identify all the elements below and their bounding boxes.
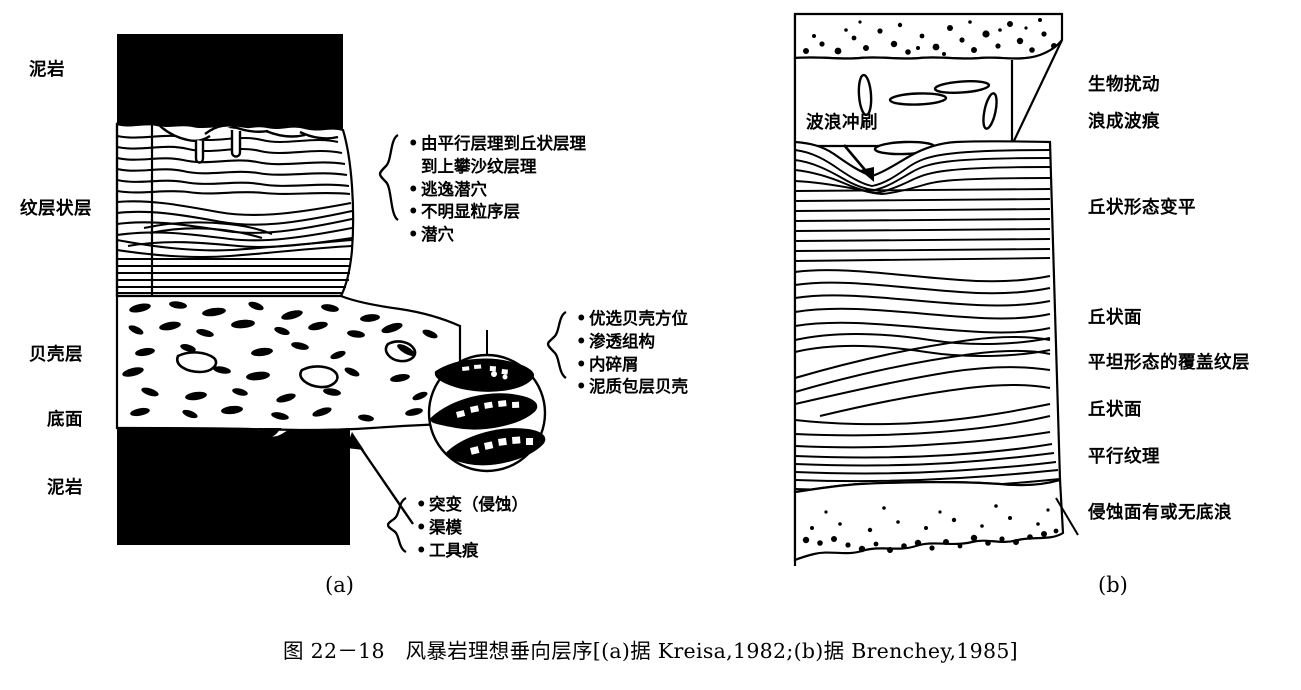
annotations-laminated: •由平行层理到丘状层理 到上攀沙纹层理 •逃逸潜穴 •不明显粒序层 •潜穴 [408,133,586,247]
annotation-item: •渠模 [416,517,528,540]
annotation-item: •潜穴 [408,224,586,247]
label-parallel-lamination: 平行纹理 [1088,447,1160,467]
annotation-text: 优选贝壳方位 [589,309,688,328]
label-wave-scour: 波浪冲刷 [806,113,878,133]
bullet-glyph: • [408,179,419,199]
tool-mark-notch [258,428,282,437]
label-hummock-flattening: 丘状形态变平 [1088,198,1196,218]
annotation-item: •由平行层理到丘状层理 [408,133,586,156]
bullet-glyph: • [416,540,427,560]
panel-a-tag: (a) [325,573,354,597]
figure-caption: 图 22－18 风暴岩理想垂向层序[(a)据 Kreisa,1982;(b)据 … [283,639,1018,663]
bullet-glyph: • [408,134,419,153]
label-flat-draping-lamina: 平坦形态的覆盖纹层 [1088,353,1250,373]
bullet-glyph: • [576,354,587,374]
mudstone-bottom-block [117,428,350,545]
annotation-text: 内碎屑 [589,354,639,374]
base-leader-arrow [353,437,414,525]
shell-detail-inset [427,330,547,473]
annotation-item: •优选贝壳方位 [576,308,688,331]
panel-a-column [115,34,567,554]
label-base-surface: 底面 [47,410,83,430]
annotation-item: •逃逸潜穴 [408,179,586,202]
label-bioturbation: 生物扰动 [1088,75,1160,95]
bullet-glyph: • [408,225,419,245]
laminated-unit-outline [115,122,355,298]
annotation-item: •内碎屑 [576,354,688,377]
annotation-text: 由平行层理到丘状层理 [421,134,586,153]
bullet-glyph: • [408,202,419,222]
annotation-item: •渗透组构 [576,331,688,354]
parallel-laminae [117,257,351,295]
annotation-text: 逃逸潜穴 [421,179,487,199]
sand-dots-top [803,18,1057,56]
intraclasts [176,340,417,389]
erosion-leader [1055,497,1079,536]
annotations-shell: •优选贝壳方位 •渗透组构 •内碎屑 •泥质包层贝壳 [576,308,688,399]
sand-dots-basal [802,504,1059,553]
label-laminated-bed: 纹层状层 [20,199,92,219]
annotation-item: •泥质包层贝壳 [576,376,688,399]
panel-b-column [793,12,1079,566]
annotation-text: 泥质包层贝壳 [589,377,688,397]
label-hummocky-surface-1: 丘状面 [1088,308,1142,328]
brace-base [386,496,407,554]
hummocky-laminae [116,134,351,196]
annotation-item: •工具痕 [416,540,528,563]
burrow-verticals [115,124,154,296]
annotation-item: •不明显粒序层 [408,201,586,224]
hummocky-draping-laminae [794,149,1051,262]
annotation-text: 潜穴 [421,225,454,245]
wave-scour-arrowhead [860,167,874,182]
annotation-text: 渗透组构 [589,331,655,351]
bullet-glyph: • [576,377,587,397]
label-hummocky-surface-2: 丘状面 [1088,400,1142,420]
panel-b-tag: (b) [1098,573,1128,597]
label-wave-ripples: 浪成波痕 [1088,112,1160,132]
label-mudstone-bottom: 泥岩 [47,478,83,498]
annotations-base: •突变（侵蚀） •渠模 •工具痕 [416,494,528,562]
annotation-text: 渠模 [429,517,462,537]
annotation-text: 不明显粒序层 [421,202,520,222]
annotation-text-continued: 到上攀沙纹层理 [421,156,537,176]
annotation-text: 突变（侵蚀） [429,495,528,514]
hummocky-unit-outline [793,140,1062,494]
label-mudstone-top: 泥岩 [29,60,65,80]
hummocky-sigmoid-laminae [794,269,1051,358]
annotation-item: •突变（侵蚀） [416,494,528,517]
brace-laminated [378,133,399,221]
brace-shell [546,310,567,379]
bullet-glyph: • [576,331,587,351]
bullet-glyph: • [416,495,427,514]
shell-clasts [122,301,438,422]
escape-burrow-traces [159,124,339,164]
bullet-glyph: • [416,517,427,537]
mudstone-top-block [117,34,343,130]
burrow-blebs [857,73,998,156]
base-leader-arrowhead [346,432,364,450]
basal-lag-outline [793,478,1065,562]
label-erosional-surface: 侵蚀面有或无底浪 [1088,503,1232,523]
low-angle-cross-laminae [116,200,353,259]
annotation-text: 工具痕 [429,540,479,560]
bullet-glyph: • [576,309,587,328]
label-shell-bed: 贝壳层 [29,345,83,365]
